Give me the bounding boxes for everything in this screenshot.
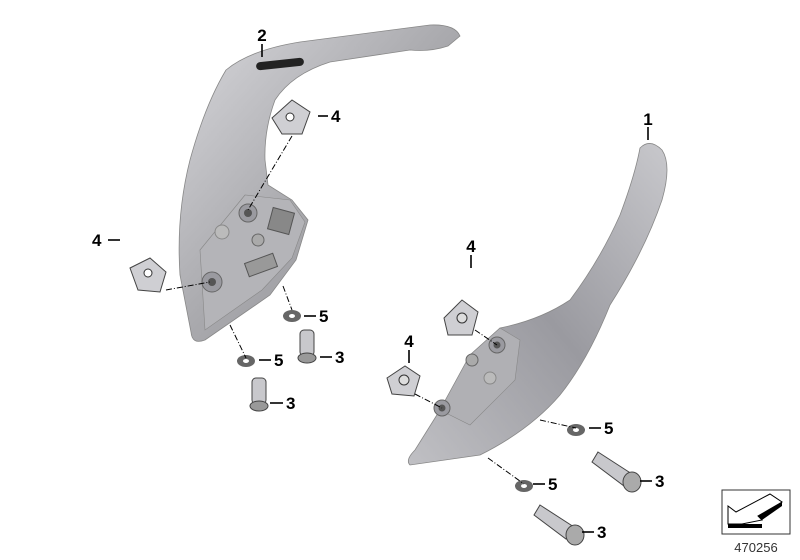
callout-5: 5 <box>274 351 283 370</box>
callout-2: 2 <box>257 26 266 45</box>
callout-5: 5 <box>548 475 557 494</box>
clip-nut <box>129 99 479 397</box>
callout-1: 1 <box>643 110 652 129</box>
callout-3: 3 <box>335 348 344 367</box>
grab-handle-left <box>178 24 461 342</box>
callout-5: 5 <box>604 419 613 438</box>
callout-3: 3 <box>286 394 295 413</box>
callout-4: 4 <box>92 231 102 250</box>
callout-3: 3 <box>655 472 664 491</box>
callout-4: 4 <box>466 237 476 256</box>
callout-4: 4 <box>331 107 341 126</box>
diagram-number: 470256 <box>734 540 777 555</box>
callout-4: 4 <box>404 332 414 351</box>
grab-handle-right <box>407 143 668 466</box>
washer <box>237 310 585 492</box>
callout-5: 5 <box>319 307 328 326</box>
orientation-arrow-icon <box>721 489 791 535</box>
callout-3: 3 <box>597 523 606 542</box>
screw <box>249 329 642 546</box>
